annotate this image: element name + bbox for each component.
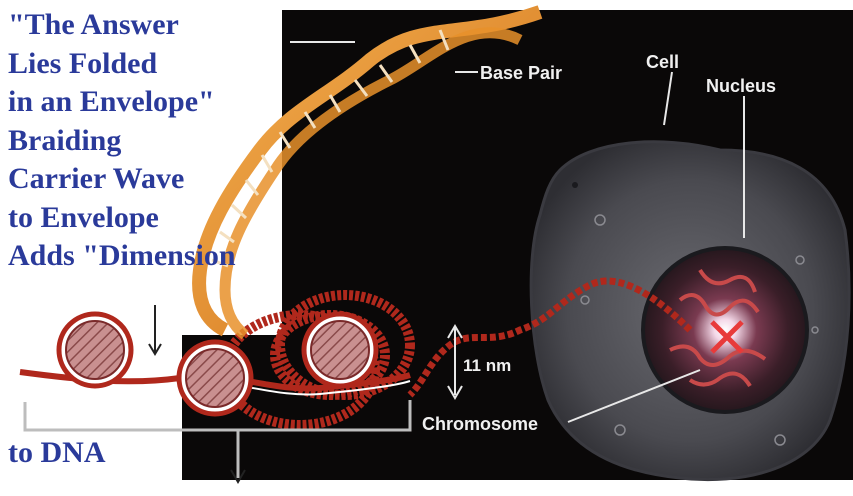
down-arrow-icon	[149, 305, 161, 354]
caption-text: "The Answer Lies Folded in an Envelope" …	[8, 6, 236, 276]
caption-line-4: Braiding	[8, 122, 236, 161]
chromosome-label: Chromosome	[422, 414, 538, 434]
nucleosome-2	[179, 342, 251, 414]
caption-line-3: in an Envelope"	[8, 83, 236, 122]
nucleosome-3	[304, 314, 376, 386]
nucleus-illustration	[643, 248, 807, 412]
cell-label: Cell	[646, 52, 679, 72]
nucleosome-1	[59, 314, 131, 386]
size-label: 11 nm	[463, 356, 511, 375]
base-pair-label: Base Pair	[480, 63, 562, 83]
caption-line-6: to Envelope	[8, 199, 236, 238]
caption-line-5: Carrier Wave	[8, 160, 236, 199]
caption-line-1: "The Answer	[8, 6, 236, 45]
footer-caption: to DNA	[8, 436, 106, 470]
caption-line-2: Lies Folded	[8, 45, 236, 84]
caption-line-7: Adds "Dimension	[8, 237, 236, 276]
nucleus-label: Nucleus	[706, 76, 776, 96]
